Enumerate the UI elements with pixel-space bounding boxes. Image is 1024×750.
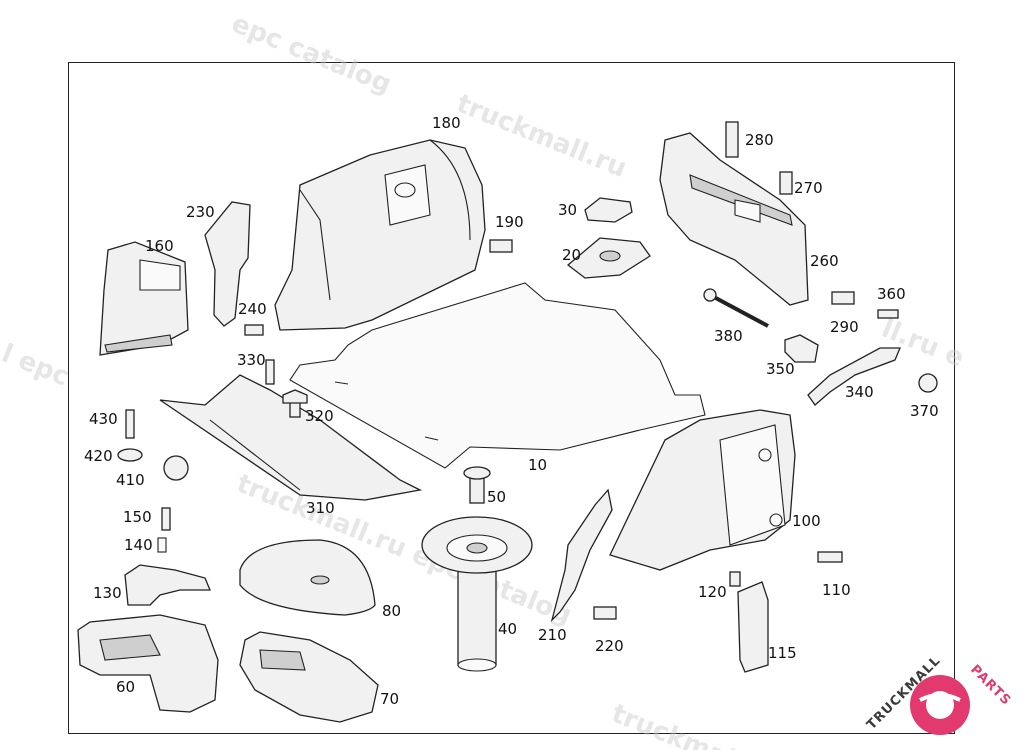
callout-260: 260 xyxy=(810,252,839,270)
callout-120: 120 xyxy=(698,583,727,601)
callout-420: 420 xyxy=(84,447,113,465)
truckmall-logo: TRUCKMALL PARTS xyxy=(864,653,1014,735)
callout-20: 20 xyxy=(562,246,581,264)
callout-240: 240 xyxy=(238,300,267,318)
part-120-clip xyxy=(729,571,741,587)
callout-220: 220 xyxy=(595,637,624,655)
watermark-bottom: truckmall xyxy=(607,699,747,750)
part-160-side-box xyxy=(99,241,189,356)
watermark-top-center: truckmall.ru xyxy=(452,89,630,184)
callout-280: 280 xyxy=(745,131,774,149)
callout-10: 10 xyxy=(528,456,547,474)
callout-80: 80 xyxy=(382,602,401,620)
callout-270: 270 xyxy=(794,179,823,197)
part-140-spring xyxy=(157,537,167,553)
part-370-screw xyxy=(918,373,938,393)
part-130-clamp xyxy=(124,564,211,606)
callout-110: 110 xyxy=(822,581,851,599)
callout-210: 210 xyxy=(538,626,567,644)
gear-icon xyxy=(910,675,970,735)
logo-brand-accent: PARTS xyxy=(967,662,1014,709)
part-10-floor-mat xyxy=(289,282,706,469)
fasteners xyxy=(117,121,938,620)
part-50-bolt xyxy=(463,466,491,504)
callout-140: 140 xyxy=(124,536,153,554)
part-40-spare-wheel-mount xyxy=(421,516,533,672)
part-190-clip xyxy=(489,239,513,253)
part-20-hook xyxy=(566,237,651,279)
part-80-cover-disc xyxy=(239,539,376,616)
part-410-eye xyxy=(163,455,189,481)
callout-40: 40 xyxy=(498,620,517,638)
callout-320: 320 xyxy=(305,407,334,425)
callout-180: 180 xyxy=(432,114,461,132)
part-270-clip xyxy=(779,171,793,195)
diagram-frame xyxy=(68,62,955,734)
part-380-rod xyxy=(703,288,769,328)
part-330-screw xyxy=(265,359,275,385)
part-260-rear-trim xyxy=(659,132,809,306)
callout-100: 100 xyxy=(792,512,821,530)
part-210-trim-strip xyxy=(550,488,613,623)
callout-380: 380 xyxy=(714,327,743,345)
part-115-bracket xyxy=(737,581,769,673)
callout-150: 150 xyxy=(123,508,152,526)
watermark-left: l epc xyxy=(0,339,73,393)
part-310-sill-cover xyxy=(159,374,423,501)
callout-160: 160 xyxy=(145,237,174,255)
callout-50: 50 xyxy=(487,488,506,506)
part-430-bolt xyxy=(125,409,135,439)
part-290-clip xyxy=(831,291,855,305)
part-350-clip xyxy=(784,334,819,363)
callout-360: 360 xyxy=(877,285,906,303)
part-60-foam-insert xyxy=(77,614,219,713)
part-280-clip xyxy=(725,121,739,158)
callout-410: 410 xyxy=(116,471,145,489)
part-100-right-side-trim xyxy=(609,409,796,571)
callout-370: 370 xyxy=(910,402,939,420)
callout-130: 130 xyxy=(93,584,122,602)
part-360-screw xyxy=(877,309,899,319)
watermark-top: epc catalog xyxy=(227,9,395,100)
part-30-cover xyxy=(584,197,633,223)
callout-115: 115 xyxy=(768,644,797,662)
watermark-right: ll.ru e xyxy=(877,314,968,374)
callout-310: 310 xyxy=(306,499,335,517)
part-70-foam-insert xyxy=(239,631,379,723)
part-420-washer xyxy=(117,448,143,462)
part-150-bolt xyxy=(161,507,171,531)
callout-330: 330 xyxy=(237,351,266,369)
callout-350: 350 xyxy=(766,360,795,378)
callout-230: 230 xyxy=(186,203,215,221)
part-180-left-side-trim xyxy=(274,139,486,331)
part-230-bracket xyxy=(204,201,251,327)
part-110-clip xyxy=(817,551,843,563)
callouts: 10 20 30 40 50 60 70 80 100 110 115 120 … xyxy=(84,114,939,708)
callout-430: 430 xyxy=(89,410,118,428)
callout-60: 60 xyxy=(116,678,135,696)
callout-340: 340 xyxy=(845,383,874,401)
part-340-bracket xyxy=(807,347,901,406)
callout-190: 190 xyxy=(495,213,524,231)
part-220-clip xyxy=(593,606,617,620)
part-240-clip xyxy=(244,324,264,336)
callout-290: 290 xyxy=(830,318,859,336)
callout-70: 70 xyxy=(380,690,399,708)
part-320-bolt xyxy=(282,389,308,418)
callout-30: 30 xyxy=(558,201,577,219)
